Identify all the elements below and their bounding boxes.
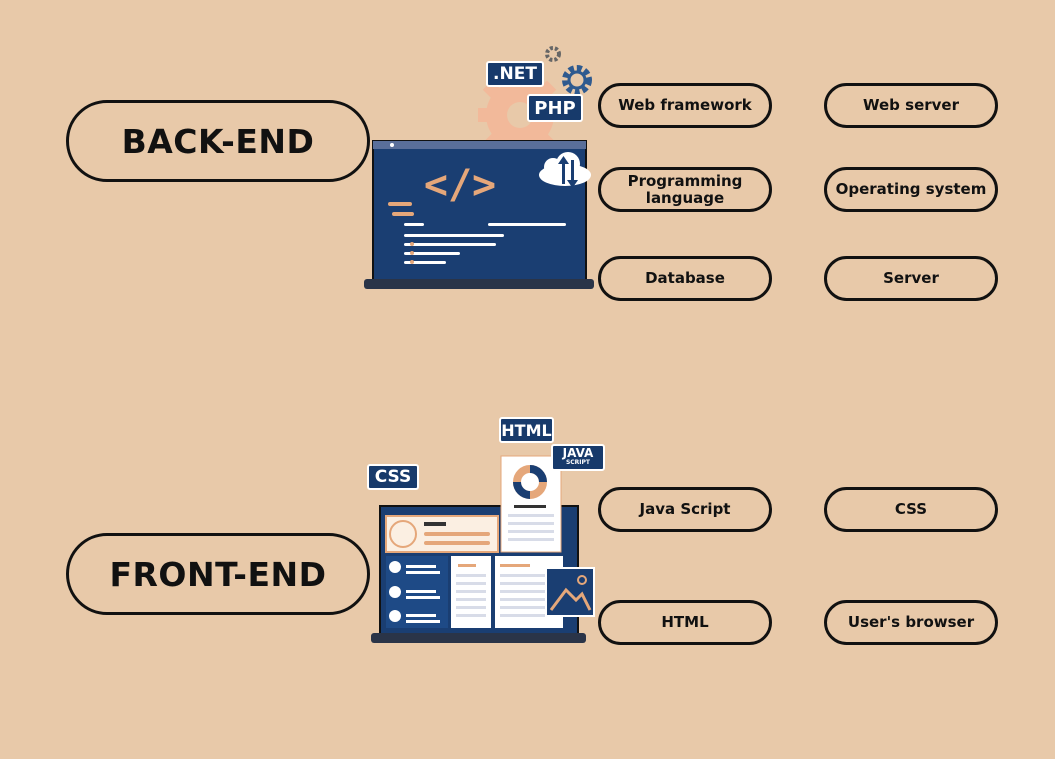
frontend-illustration: [371, 455, 595, 643]
backend-title-pill: BACK-END: [66, 100, 370, 182]
backend-illustration: </>: [364, 46, 594, 289]
backend-item-web-server: Web server: [824, 83, 998, 128]
dotnet-tag: .NET: [486, 61, 544, 87]
css-tag: CSS: [367, 464, 419, 490]
cloud-sync-icon: [539, 152, 591, 188]
code-icon: </>: [424, 162, 496, 208]
frontend-item-users-browser: User's browser: [824, 600, 998, 645]
php-tag: PHP: [527, 94, 583, 122]
frontend-title: FRONT-END: [109, 554, 327, 594]
image-icon: [545, 567, 595, 617]
gear-icon: [545, 46, 561, 62]
backend-item-database: Database: [598, 256, 772, 301]
backend-title: BACK-END: [121, 121, 315, 161]
frontend-item-javascript: Java Script: [598, 487, 772, 532]
frontend-item-html: HTML: [598, 600, 772, 645]
javascript-tag: JAVA SCRIPT: [551, 444, 605, 471]
backend-item-programming-language: Programming language: [598, 167, 772, 212]
frontend-title-pill: FRONT-END: [66, 533, 370, 615]
frontend-item-css: CSS: [824, 487, 998, 532]
backend-item-server: Server: [824, 256, 998, 301]
gear-icon: [562, 65, 592, 95]
html-tag: HTML: [499, 417, 554, 443]
backend-item-web-framework: Web framework: [598, 83, 772, 128]
backend-item-operating-system: Operating system: [824, 167, 998, 212]
donut-chart-icon: [513, 465, 547, 499]
